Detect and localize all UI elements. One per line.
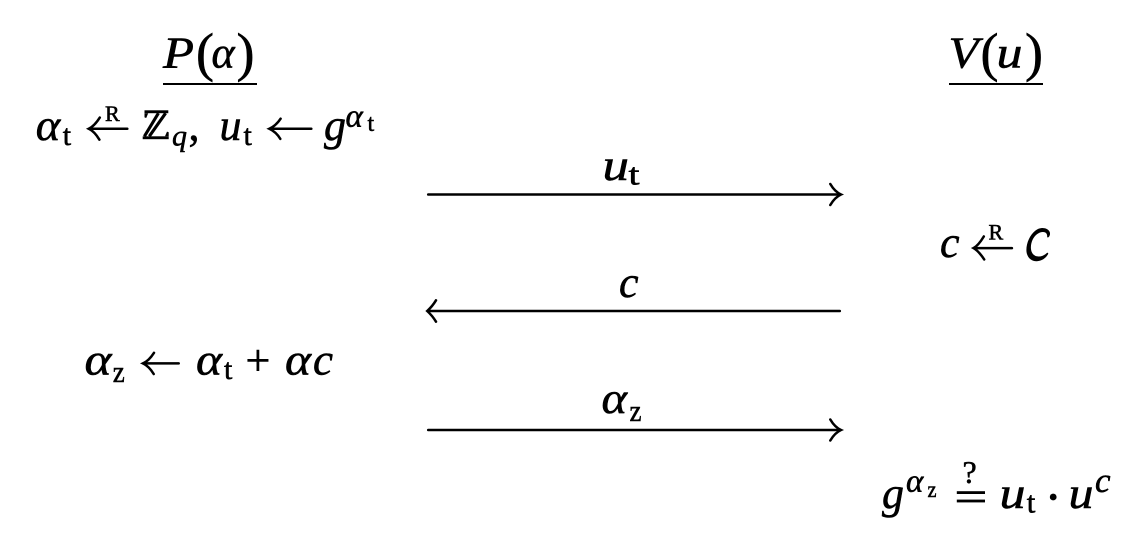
svg-text:u: u <box>220 101 242 150</box>
svg-text:c: c <box>1095 461 1111 500</box>
svg-text:α: α <box>602 374 628 423</box>
svg-text:u: u <box>603 141 630 190</box>
svg-text:α: α <box>85 336 113 385</box>
svg-text:z: z <box>630 393 642 428</box>
svg-text:z: z <box>928 477 937 502</box>
svg-text:g: g <box>882 469 904 518</box>
svg-text:R: R <box>989 220 1004 245</box>
svg-text:t: t <box>224 353 233 386</box>
svg-text:α: α <box>36 101 61 150</box>
svg-text:?: ? <box>963 454 977 490</box>
svg-text:z: z <box>113 354 125 389</box>
svg-text:g: g <box>324 101 346 150</box>
svg-text:R: R <box>105 101 120 126</box>
svg-text:,: , <box>189 101 200 150</box>
svg-text:t: t <box>63 119 72 152</box>
svg-text:α: α <box>212 29 236 78</box>
svg-text:α: α <box>196 336 223 385</box>
svg-text:): ) <box>237 23 255 83</box>
svg-text:c: c <box>313 336 333 385</box>
svg-text:α: α <box>906 463 924 499</box>
svg-text:): ) <box>1025 23 1043 83</box>
svg-text:t: t <box>244 119 253 152</box>
svg-text:+: + <box>246 336 271 385</box>
svg-text:c: c <box>619 258 639 307</box>
svg-text:c: c <box>940 218 960 267</box>
svg-text:q: q <box>172 119 187 152</box>
svg-text:α: α <box>285 336 312 385</box>
svg-text:(: ( <box>196 23 214 83</box>
svg-text:V: V <box>949 29 985 78</box>
svg-text:(: ( <box>981 23 999 83</box>
svg-text:u: u <box>1069 469 1094 518</box>
svg-text:t: t <box>629 156 640 191</box>
svg-text:α: α <box>346 98 364 134</box>
svg-text:t: t <box>368 111 375 137</box>
svg-text:t: t <box>1027 485 1036 520</box>
svg-text:u: u <box>1000 469 1026 518</box>
svg-text:P: P <box>162 29 194 78</box>
svg-text:u: u <box>997 29 1023 78</box>
